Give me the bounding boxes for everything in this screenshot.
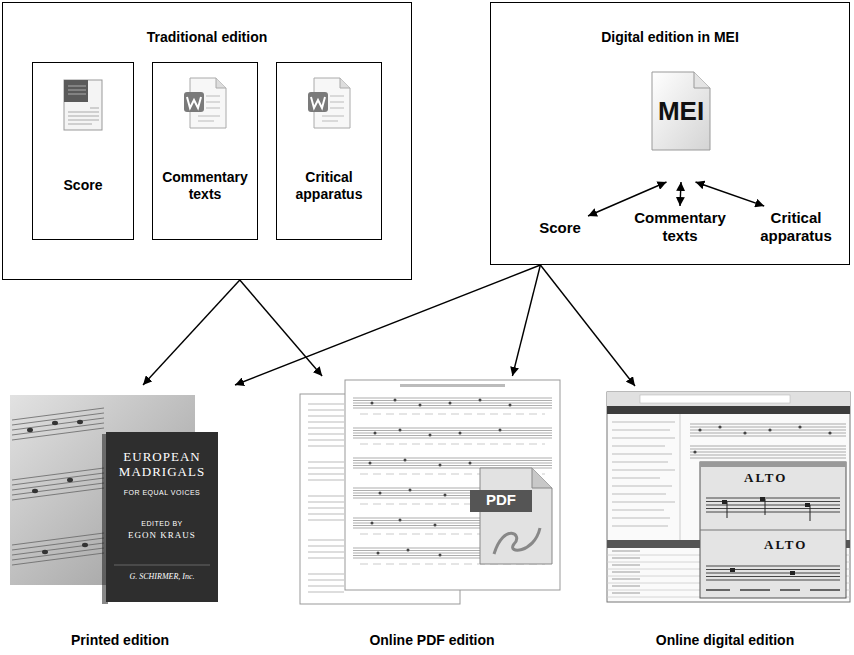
note-heads [27,420,88,554]
overlay-header [700,462,846,467]
connector-arrow [235,265,540,385]
pdf-fold [532,468,552,488]
edition-output: Online digital edition [600,386,850,652]
file-box-text: Commentary texts [153,169,257,203]
score-page [64,80,102,130]
facsimile-staff [706,498,840,512]
browser-window [607,392,850,602]
connector-arrow [512,265,540,376]
output-label: Score [520,216,600,242]
cover-text: FOR EQUAL VOICES [106,489,218,497]
edition-box: Score Commentary texts Critical apparatus T… [2,2,412,280]
pdf-swirl [494,528,540,554]
edition-output: Online PDF edition [298,376,566,652]
facsimile-staff [706,566,840,580]
file-box: Score [32,62,134,240]
file-fold [694,72,710,88]
app-header [607,406,850,414]
cover-text: EGON KRAUS [106,530,218,540]
sidebar-divider [680,414,681,540]
facsimile-overlay [700,462,846,598]
note-stems [727,499,810,521]
text-lines [308,404,344,592]
file-box: Critical apparatus [276,62,382,240]
word-document-icon [184,78,226,128]
browser-toolbar [607,392,850,406]
front-page [345,380,560,590]
mei-file: MEI [652,72,710,182]
output-label: Critical apparatus [743,206,849,252]
output-label-text: Critical apparatus [743,209,849,245]
pdf-icon-text: PDF [470,491,532,508]
pdf-band [470,490,532,512]
connector-arrow [680,182,681,206]
word-document-icon [308,78,350,128]
pdf-edition-pages [300,380,560,604]
document-fold [216,78,226,88]
file-page [652,72,710,150]
connector-arrow [540,265,635,386]
output-label-text: Score [539,219,581,237]
edition-box-text: Traditional edition [147,29,268,46]
crop-divider [700,530,846,531]
file-box-text: Critical apparatus [277,169,381,203]
cover-text: EUROPEAN MADRIGALS [106,450,218,480]
output-label-text: Commentary texts [626,209,734,245]
score-lines [68,86,99,124]
online-edition-screenshot [607,392,850,602]
table-cells [612,551,640,593]
connector-arrow [240,280,322,376]
cover-rule [114,565,210,566]
url-bar [640,395,790,403]
mei-file-text: MEI [658,96,704,127]
file-box: Commentary texts [152,62,258,240]
edition-box-text: Digital edition in MEI [601,29,739,46]
facsimile-notes [722,497,810,507]
word-badge [308,92,328,112]
facsimile-notes [730,568,795,575]
score-engraving [64,80,88,102]
staff-lines [12,408,104,440]
output-label: Commentary texts [626,206,734,252]
word-badge [184,92,204,112]
edition-output-text: Printed edition [71,632,169,649]
word-logo [187,97,201,108]
connector-arrow [696,182,765,206]
staff-lines [690,424,846,458]
staff-lines [12,533,104,565]
word-logo [311,97,325,108]
page-title-line [400,384,505,387]
score-icon [64,80,102,130]
edition-output: Printed edition [5,385,235,652]
edition-output-text: Online digital edition [656,632,794,649]
facsimile-text: ALTO [762,538,809,553]
connector-arrow [143,280,240,385]
book-cover [106,432,218,602]
sidebar-list [612,422,675,526]
cover-text: G. SCHIRMER, Inc. [106,572,218,581]
pdf-icon [470,468,552,564]
staff-lines [12,468,104,500]
note-heads [693,425,831,453]
facsimile-lyrics [706,589,840,591]
pdf-page [480,468,552,564]
facsimile-text: ALTO [742,471,789,486]
printed-edition-photo [10,395,218,604]
file-box-text: Score [64,177,103,194]
document-fold [340,78,350,88]
cover-text: EDITED BY [106,520,218,528]
mei-file-icon [652,72,710,150]
edition-output-text: Online PDF edition [369,632,494,649]
edition-box: MEI Score Commentary textsCritical apparat… [490,2,850,265]
